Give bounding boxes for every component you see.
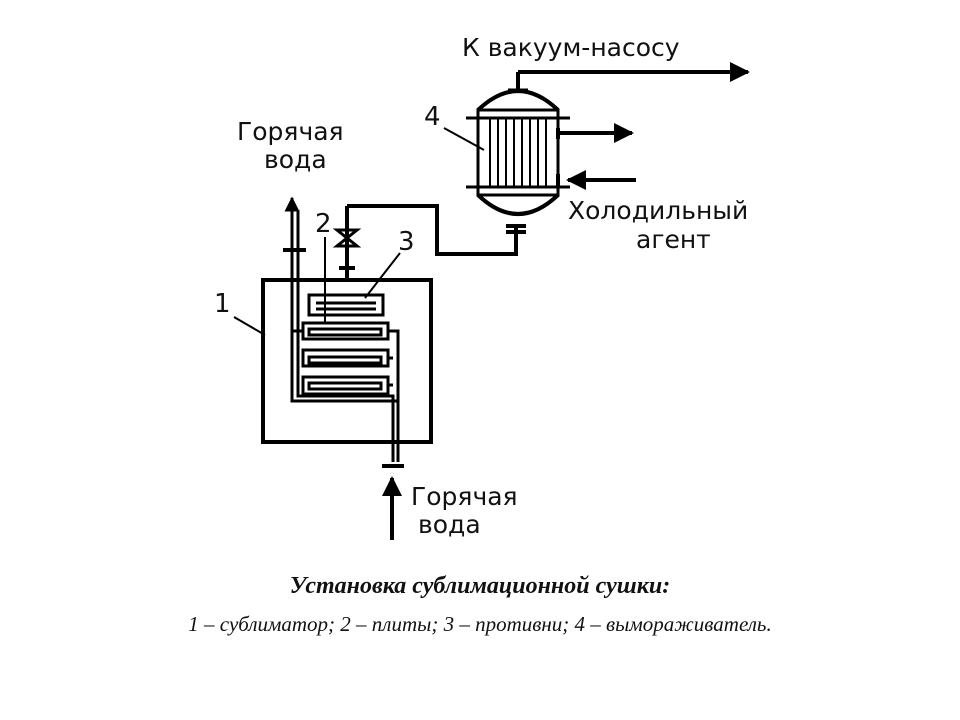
hot-water-out-label-line1: Горячая <box>237 117 344 146</box>
coolant-lines <box>556 123 636 190</box>
coolant-label-line1: Холодильный <box>568 196 748 225</box>
hot-water-out-label-line2: вода <box>264 145 327 174</box>
vapor-line <box>339 204 526 280</box>
caption-legend: 1 – сублиматор; 2 – плиты; 3 – противни;… <box>188 612 772 636</box>
plate-3 <box>301 375 390 396</box>
number-freezer: 4 <box>424 102 441 132</box>
plates-stack <box>301 293 390 396</box>
number-sublimator: 1 <box>214 289 231 319</box>
leader-lines <box>233 127 485 336</box>
number-trays: 3 <box>398 227 415 257</box>
hot-water-in-label-line1: Горячая <box>411 482 518 511</box>
tray-top <box>307 293 385 317</box>
plate-1 <box>301 321 390 341</box>
coolant-label-line2: агент <box>636 225 711 254</box>
hot-water-piping <box>283 196 404 540</box>
number-plates: 2 <box>315 209 332 239</box>
freezer-condenser <box>466 72 570 216</box>
vacuum-pump-label: К вакуум-насосу <box>462 33 680 62</box>
caption-title: Установка сублимационной сушки: <box>289 573 671 599</box>
valve-icon <box>332 228 362 248</box>
hot-water-in-label-line2: вода <box>418 510 481 539</box>
